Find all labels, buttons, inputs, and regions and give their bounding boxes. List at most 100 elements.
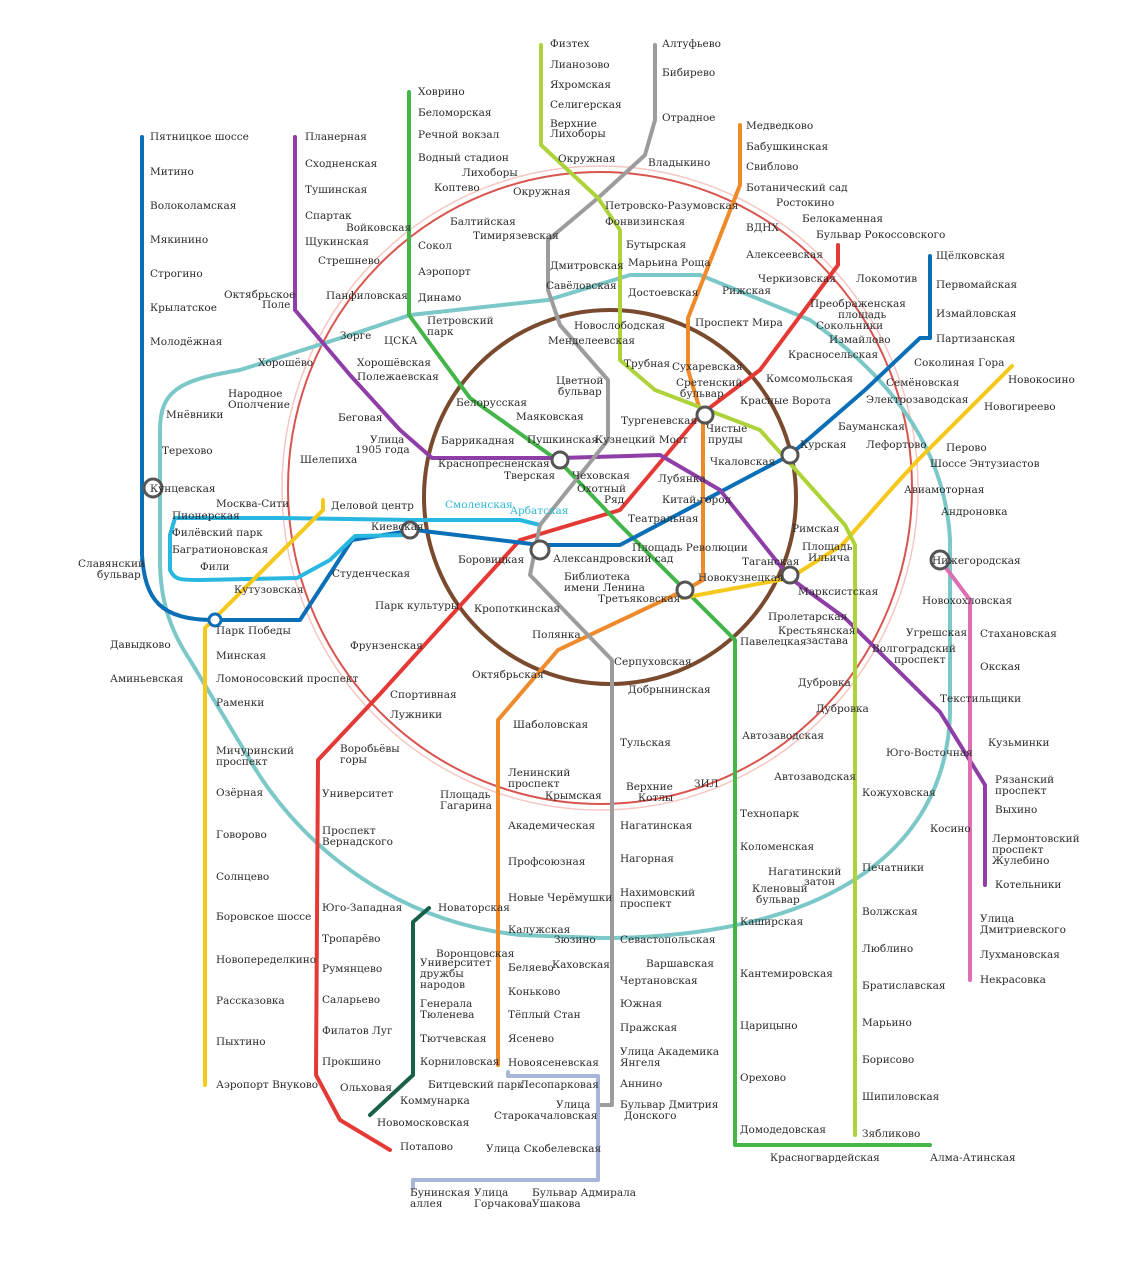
station-label[interactable]: Лефортово	[866, 439, 927, 451]
station-label[interactable]: Новоясеневская	[508, 1057, 599, 1069]
station-label[interactable]: Котельники	[995, 879, 1061, 891]
station-label[interactable]: Селигерская	[550, 99, 622, 111]
station-label[interactable]: Тютчевская	[420, 1033, 487, 1045]
station-label[interactable]: пруды	[708, 434, 743, 446]
station-label[interactable]: Кленовый	[752, 883, 808, 895]
station-label[interactable]: ЦСКА	[384, 335, 417, 347]
station-label[interactable]: Бауманская	[838, 421, 905, 433]
station-label[interactable]: ЗИЛ	[694, 778, 719, 790]
station-label[interactable]: Театральная	[628, 513, 699, 525]
station-label[interactable]: Балтийская	[450, 216, 516, 228]
station-label[interactable]: горы	[340, 754, 367, 766]
station-label[interactable]: Лужники	[390, 709, 442, 721]
station-label[interactable]: Жулебино	[992, 855, 1050, 867]
station-label[interactable]: Спартак	[305, 210, 352, 222]
station-label[interactable]: Боровицкая	[458, 554, 525, 566]
station-label[interactable]: Крестьянская	[778, 625, 856, 637]
station-label[interactable]: Коломенская	[740, 841, 815, 853]
station-label[interactable]: Варшавская	[646, 958, 714, 970]
station-label[interactable]: Лесопарковая	[520, 1079, 599, 1091]
station-label[interactable]: Крылатское	[150, 302, 217, 314]
station-label[interactable]: Ленинский	[508, 767, 570, 779]
station-label[interactable]: Авиамоторная	[904, 484, 985, 496]
nekrasovskaya-line[interactable]	[938, 558, 972, 982]
station-label[interactable]: Юго-Восточная	[886, 747, 973, 759]
station-label[interactable]: аллея	[410, 1198, 443, 1210]
station-label[interactable]: Речной вокзал	[418, 129, 500, 141]
station-label[interactable]: бульвар	[558, 386, 602, 398]
station-label[interactable]: Киевская	[371, 521, 424, 533]
station-label[interactable]: Домодедовская	[740, 1124, 826, 1136]
station-label[interactable]: Аэропорт Внуково	[216, 1079, 318, 1091]
hub-taganskaya[interactable]	[780, 565, 800, 585]
kalininskaya-line-west[interactable]	[203, 498, 325, 1087]
station-label[interactable]: Петровский	[427, 315, 494, 327]
station-label[interactable]: Новомосковская	[377, 1117, 470, 1129]
station-label[interactable]: бульвар	[680, 388, 724, 400]
station-label[interactable]: Горчакова	[474, 1198, 532, 1210]
station-label[interactable]: Дубровка	[798, 677, 851, 689]
station-label[interactable]: Зябликово	[862, 1128, 920, 1140]
station-label[interactable]: Некрасовка	[980, 974, 1046, 986]
station-label[interactable]: Смоленская	[445, 499, 513, 511]
station-label[interactable]: Андроновка	[941, 506, 1008, 518]
station-label[interactable]: Автозаводская	[742, 730, 824, 742]
station-label[interactable]: Белорусская	[456, 397, 527, 409]
sokolnicheskaya-line[interactable]	[314, 243, 840, 1152]
station-label[interactable]: Красносельская	[788, 349, 878, 361]
station-label[interactable]: Аминьевская	[110, 673, 184, 685]
station-label[interactable]: Павелецкая	[740, 636, 807, 648]
station-label[interactable]: Рязанский	[995, 774, 1054, 786]
station-label[interactable]: Чистые	[706, 423, 747, 435]
station-label[interactable]: Каховская	[552, 959, 610, 971]
station-label[interactable]: Ясенево	[508, 1033, 554, 1045]
station-label[interactable]: Хорошёво	[258, 357, 313, 369]
station-label[interactable]: Янгеля	[620, 1057, 661, 1069]
station-label[interactable]: Прокшино	[322, 1056, 381, 1068]
station-label[interactable]: Улица	[474, 1187, 508, 1199]
station-label[interactable]: Братиславская	[862, 980, 946, 992]
station-label[interactable]: Терехово	[162, 445, 213, 457]
station-label[interactable]: Новохохловская	[922, 595, 1012, 607]
kaluzhsko-rizhskaya-line[interactable]	[496, 123, 742, 1067]
station-label[interactable]: Текстильщики	[940, 693, 1021, 705]
station-label[interactable]: Чеховская	[572, 470, 630, 482]
station-label[interactable]: Планерная	[305, 131, 367, 143]
station-label[interactable]: Тургеневская	[621, 415, 697, 427]
station-label[interactable]: Новые Черёмушки	[508, 892, 612, 904]
station-label[interactable]: Римская	[792, 523, 840, 535]
station-label[interactable]: Новослободская	[574, 320, 665, 332]
station-label[interactable]: Яхромская	[550, 79, 611, 91]
station-label[interactable]: Хорошёвская	[357, 357, 431, 369]
station-label[interactable]: Аннино	[620, 1078, 662, 1090]
station-label[interactable]: Озёрная	[216, 787, 264, 799]
station-label[interactable]: Площадь	[440, 789, 491, 801]
station-label[interactable]: Юго-Западная	[322, 902, 403, 914]
station-label[interactable]: Улица	[980, 913, 1014, 925]
station-label[interactable]: имени Ленина	[564, 582, 645, 594]
station-label[interactable]: проспект	[995, 785, 1047, 797]
station-label[interactable]: Белокаменная	[802, 213, 883, 225]
station-label[interactable]: Красногвардейская	[770, 1152, 880, 1164]
station-label[interactable]: Локомотив	[856, 273, 917, 285]
station-label[interactable]: Окружная	[513, 186, 571, 198]
station-label[interactable]: Бульвар Дмитрия	[620, 1099, 719, 1111]
station-label[interactable]: Потапово	[400, 1141, 453, 1153]
station-label[interactable]: Отрадное	[662, 112, 715, 124]
station-label[interactable]: Полянка	[532, 629, 581, 641]
station-label[interactable]: Нагатинский	[768, 866, 841, 878]
station-label[interactable]: Дмитровская	[550, 260, 624, 272]
station-label[interactable]: Рассказовка	[216, 995, 285, 1007]
station-label[interactable]: Цветной	[556, 375, 603, 387]
station-label[interactable]: затон	[804, 876, 835, 888]
station-label[interactable]: Технопарк	[740, 808, 799, 820]
station-label[interactable]: Тушинская	[305, 184, 368, 196]
hub-novokuznetskaya[interactable]	[675, 580, 695, 600]
station-label[interactable]: Раменки	[216, 697, 264, 709]
station-label[interactable]: Лубянка	[658, 473, 706, 485]
station-label[interactable]: Третьяковская	[598, 593, 681, 605]
station-label[interactable]: Лихоборы	[462, 167, 518, 179]
station-label[interactable]: Новопеределкино	[216, 954, 316, 966]
station-label[interactable]: 1905 года	[355, 444, 410, 456]
station-label[interactable]: парк	[427, 326, 454, 338]
